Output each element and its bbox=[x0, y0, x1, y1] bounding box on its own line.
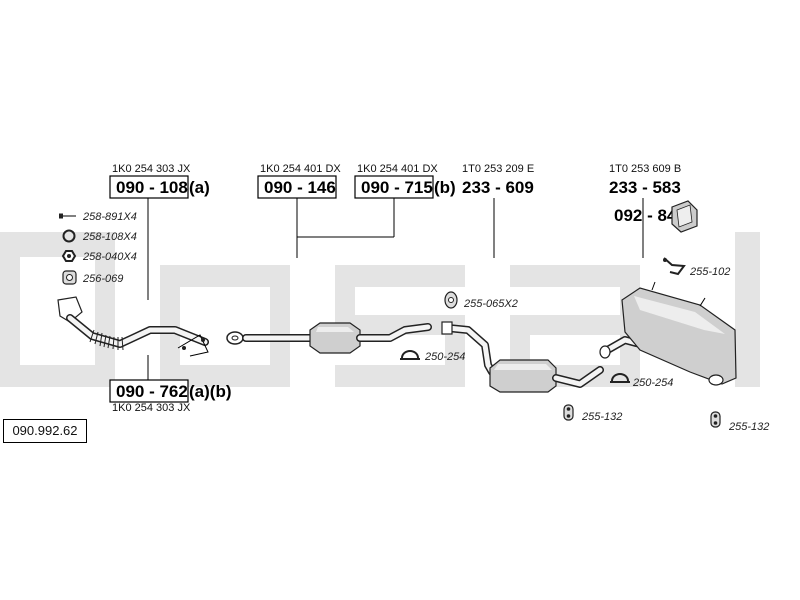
acc-hanger-mid: 255-065X2 bbox=[463, 298, 518, 310]
rear-muffler-icon bbox=[599, 281, 737, 386]
part-left-top[interactable]: 090 - 108 bbox=[116, 178, 188, 197]
ref-mid2: 1K0 254 401 DX bbox=[357, 163, 438, 175]
part-box-left-top bbox=[109, 175, 189, 199]
clamp-right-icon bbox=[610, 373, 630, 383]
hanger-mid-icon bbox=[444, 291, 458, 309]
acc-gasket: 256-069 bbox=[82, 273, 123, 285]
rubber-mount-mid-icon bbox=[563, 404, 574, 421]
acc-rubber-mid: 255-132 bbox=[581, 411, 622, 423]
bolt-icon bbox=[59, 213, 76, 219]
ref-mid1: 1K0 254 401 DX bbox=[260, 163, 341, 175]
ref-left-bottom: 1K0 254 303 JX bbox=[112, 402, 191, 414]
ring-icon bbox=[62, 229, 76, 243]
middle-pipe-icon bbox=[242, 322, 432, 354]
part-mid1[interactable]: 090 - 146 bbox=[264, 178, 336, 197]
flange-icon bbox=[226, 331, 244, 345]
part-right[interactable]: 233 - 583 bbox=[609, 178, 681, 197]
center-muffler-pipe-icon bbox=[441, 321, 604, 393]
nut-icon bbox=[61, 250, 77, 262]
acc-nut: 258-040X4 bbox=[82, 251, 137, 263]
acc-bracket-right: 255-102 bbox=[689, 266, 730, 278]
acc-clamp-right: 250-254 bbox=[632, 377, 673, 389]
suffix-mid2: (b) bbox=[434, 178, 456, 197]
sub-part-right[interactable]: 092 - 848 bbox=[614, 206, 686, 225]
acc-rubber-right: 255-132 bbox=[728, 421, 769, 433]
suffix-left-bottom: (a)(b) bbox=[189, 382, 231, 401]
rubber-mount-right-icon bbox=[710, 411, 721, 428]
ref-left-top: 1K0 254 303 JX bbox=[112, 163, 191, 175]
part-left-bottom[interactable]: 090 - 762 bbox=[116, 382, 188, 401]
clamp-mid-icon bbox=[400, 350, 420, 360]
part-mid2[interactable]: 090 - 715 bbox=[361, 178, 433, 197]
ref-right: 1T0 253 609 B bbox=[609, 163, 681, 175]
catalog-number: 090.992.62 bbox=[3, 419, 87, 443]
ref-mid3: 1T0 253 209 E bbox=[462, 163, 534, 175]
suffix-left-top: (a) bbox=[189, 178, 210, 197]
leader-lines bbox=[147, 198, 644, 380]
acc-clamp-mid: 250-254 bbox=[424, 351, 465, 363]
part-mid3[interactable]: 233 - 609 bbox=[462, 178, 534, 197]
part-box-left-bottom bbox=[109, 379, 189, 403]
bracket-right-icon bbox=[663, 257, 686, 276]
heat-shield-icon bbox=[671, 200, 698, 233]
acc-bolt: 258-891X4 bbox=[82, 211, 137, 223]
acc-ring: 258-108X4 bbox=[82, 231, 137, 243]
gasket-icon bbox=[62, 270, 77, 285]
front-pipe-icon bbox=[57, 296, 209, 357]
